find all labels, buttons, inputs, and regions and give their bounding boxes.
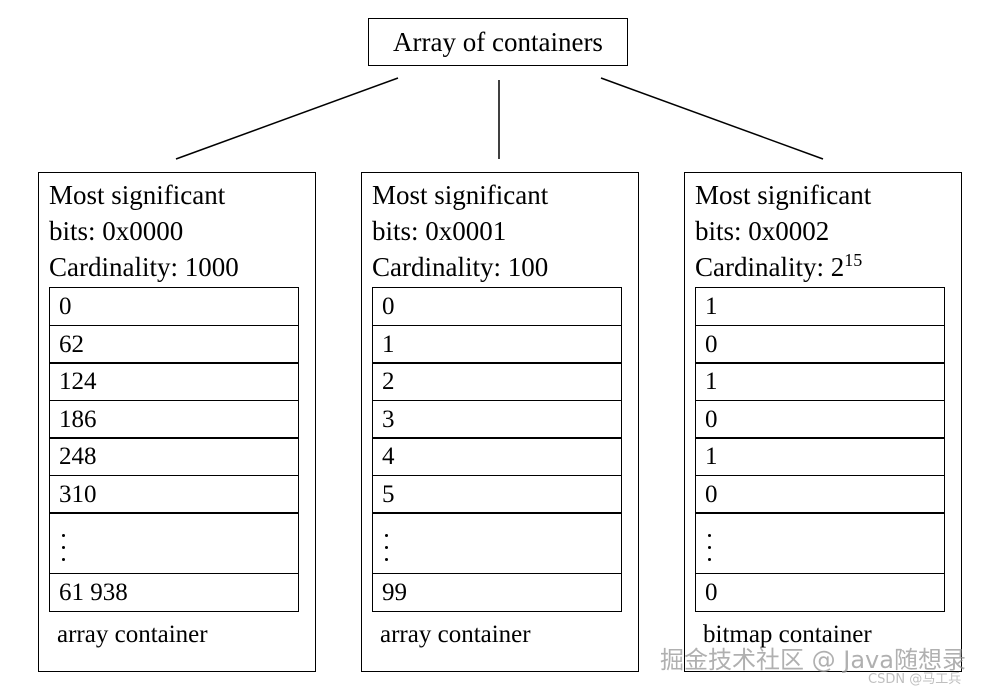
container-cardinality: Cardinality: 100 xyxy=(372,249,548,285)
cell: 1 xyxy=(372,324,622,364)
ellipsis-cell xyxy=(372,512,622,574)
cell: 0 xyxy=(695,399,945,439)
container-cells: 1 0 1 0 1 0 0 xyxy=(695,287,945,612)
container-header-line2: bits: 0x0001 xyxy=(372,216,507,246)
cardinality-label: Cardinality: 100 xyxy=(372,252,549,282)
container-header-line1: Most significant xyxy=(695,180,872,210)
cell: 310 xyxy=(49,474,299,514)
cell: 2 xyxy=(372,362,622,401)
watermark-text: 掘金技术社区 @ Java随想录 xyxy=(660,646,966,674)
cell: 4 xyxy=(372,437,622,476)
cell: 0 xyxy=(695,572,945,612)
container-box-0: Most significant bits: 0x0000 Cardinalit… xyxy=(38,172,316,672)
cell: 62 xyxy=(49,324,299,364)
watermark-subtext: CSDN @马工兵 xyxy=(868,672,962,687)
cell: 186 xyxy=(49,399,299,439)
container-cardinality: Cardinality: 1000 xyxy=(49,249,239,285)
cell: 1 xyxy=(695,287,945,326)
container-box-1: Most significant bits: 0x0001 Cardinalit… xyxy=(361,172,639,672)
cell: 1 xyxy=(695,437,945,476)
cardinality-label: Cardinality: 1000 xyxy=(49,252,239,282)
cell: 248 xyxy=(49,437,299,476)
cell: 1 xyxy=(695,362,945,401)
container-box-2: Most significant bits: 0x0002 Cardinalit… xyxy=(684,172,962,672)
connector-left xyxy=(175,77,399,160)
root-array-box: Array of containers xyxy=(368,18,628,66)
cell: 5 xyxy=(372,474,622,514)
container-caption: array container xyxy=(57,621,208,648)
cell: 61 938 xyxy=(49,572,299,612)
container-caption: bitmap container xyxy=(703,621,872,648)
cell: 0 xyxy=(695,324,945,364)
container-header-line1: Most significant xyxy=(372,180,549,210)
cell: 0 xyxy=(372,287,622,326)
vertical-ellipsis-icon xyxy=(708,534,712,564)
cell: 99 xyxy=(372,572,622,612)
container-header-line1: Most significant xyxy=(49,180,226,210)
cardinality-label: Cardinality: 2 xyxy=(695,252,845,282)
container-header-line2: bits: 0x0000 xyxy=(49,216,184,246)
root-label: Array of containers xyxy=(393,26,603,57)
container-cells: 0 1 2 3 4 5 99 xyxy=(372,287,622,612)
cell: 0 xyxy=(695,474,945,514)
cell: 0 xyxy=(49,287,299,326)
container-cardinality: Cardinality: 215 xyxy=(695,249,862,285)
vertical-ellipsis-icon xyxy=(385,534,389,564)
container-caption: array container xyxy=(380,621,531,648)
container-cells: 0 62 124 186 248 310 61 938 xyxy=(49,287,299,612)
vertical-ellipsis-icon xyxy=(62,534,66,564)
ellipsis-cell xyxy=(695,512,945,574)
cardinality-exponent: 15 xyxy=(844,250,863,270)
container-header-line2: bits: 0x0002 xyxy=(695,216,830,246)
ellipsis-cell xyxy=(49,512,299,574)
cell: 124 xyxy=(49,362,299,401)
cell: 3 xyxy=(372,399,622,439)
connector-right xyxy=(600,77,824,160)
